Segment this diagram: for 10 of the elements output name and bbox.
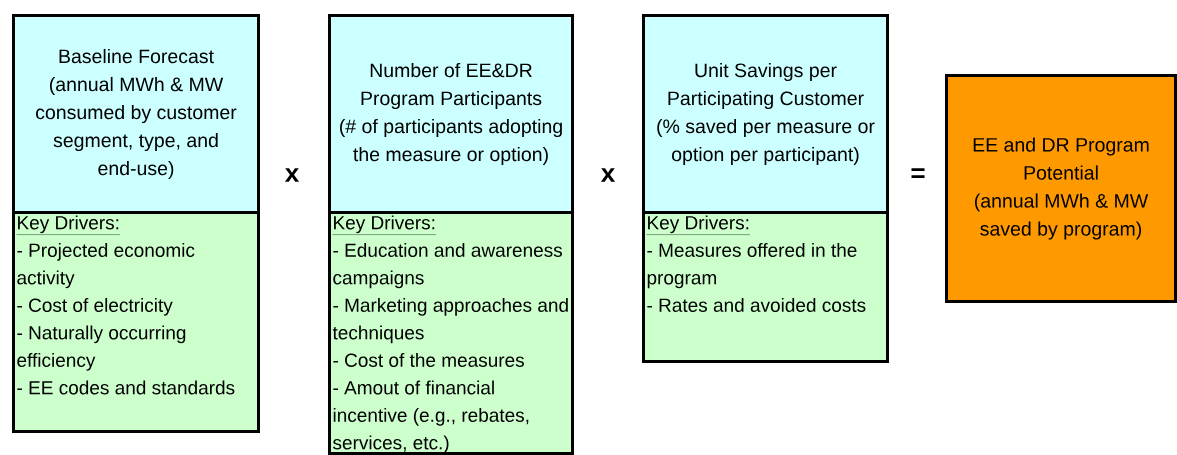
operator-symbol: x — [600, 168, 616, 182]
result-box: EE and DR Program Potential (annual MWh & MW saved by program) — [945, 74, 1177, 303]
key-drivers-box: Key Drivers: - Education and awareness campaigns - Marketing approaches and techniques - Cost of the measures - Amout of financial incentive (e.g., rebates, services, etc.) — [328, 211, 574, 455]
factor-box: Number of EE&DR Program Participants (# of participants adopting the measure or option) — [328, 14, 574, 214]
factor-box: Baseline Forecast (annual MWh & MW consumed by customer segment, type, and end-use) — [12, 14, 260, 214]
key-drivers-box: Key Drivers: - Measures offered in the program - Rates and avoided costs — [642, 211, 889, 363]
operator-symbol: x — [284, 168, 300, 182]
factor-box: Unit Savings per Participating Customer (% saved per measure or option per participant) — [642, 14, 889, 214]
operator-symbol: = — [911, 168, 925, 179]
key-drivers-box: Key Drivers: - Projected economic activity - Cost of electricity - Naturally occurring efficiency - EE codes and standards — [12, 211, 260, 433]
